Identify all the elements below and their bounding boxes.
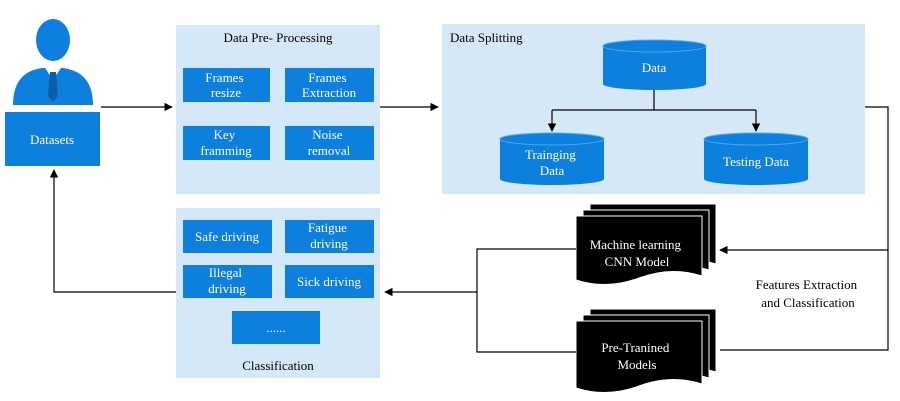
noise-removal-box: [285, 126, 374, 160]
safe-driving-label: Safe driving: [195, 229, 259, 244]
pretrained-model-stack: [575, 308, 717, 394]
split-connector: [547, 90, 761, 132]
sick-driving-label: Sick driving: [297, 274, 361, 289]
data-cylinder: [602, 39, 707, 90]
illegal-driving-box: [183, 265, 272, 298]
pretrained-model-label: Pre-Tranined Models: [601, 340, 672, 372]
frames-extraction-box: [285, 68, 374, 102]
flow-arrows: [49, 102, 889, 353]
safe-driving-box: [183, 220, 272, 253]
data-label: Data: [642, 60, 667, 75]
more-classes-box: [232, 311, 320, 344]
frames-resize-box: [183, 68, 270, 102]
ml-model-label: Machine learning CNN Model: [590, 237, 685, 269]
datasets-box: [5, 112, 100, 166]
key-framming-box: [183, 126, 270, 160]
classification-title: Classification: [242, 358, 314, 373]
splitting-title: Data Splitting: [450, 30, 523, 45]
fatigue-driving-label: Fatigue driving: [308, 220, 350, 251]
testing-label: Testing Data: [723, 154, 789, 169]
training-cylinder: [499, 132, 605, 185]
noise-removal-label: Noise removal: [308, 127, 351, 158]
illegal-driving-label: Illegal driving: [208, 265, 246, 296]
sick-driving-box: [285, 265, 374, 298]
datasets-label: Datasets: [30, 132, 74, 147]
testing-cylinder: [703, 132, 809, 185]
key-framming-label: Key framming: [200, 127, 252, 158]
preprocessing-panel: [176, 25, 380, 194]
ml-model-stack: [575, 203, 717, 286]
frames-resize-label: Frames resize: [205, 70, 247, 100]
preprocessing-title: Data Pre- Processing: [223, 30, 333, 45]
features-label: Features Extraction and Classification: [756, 277, 861, 310]
frames-extraction-label: Frames Extraction: [302, 70, 357, 100]
training-label: Trainging Data: [525, 147, 579, 178]
businessman-icon: [13, 19, 93, 105]
more-classes-label: ......: [266, 320, 286, 335]
fatigue-driving-box: [285, 220, 374, 253]
